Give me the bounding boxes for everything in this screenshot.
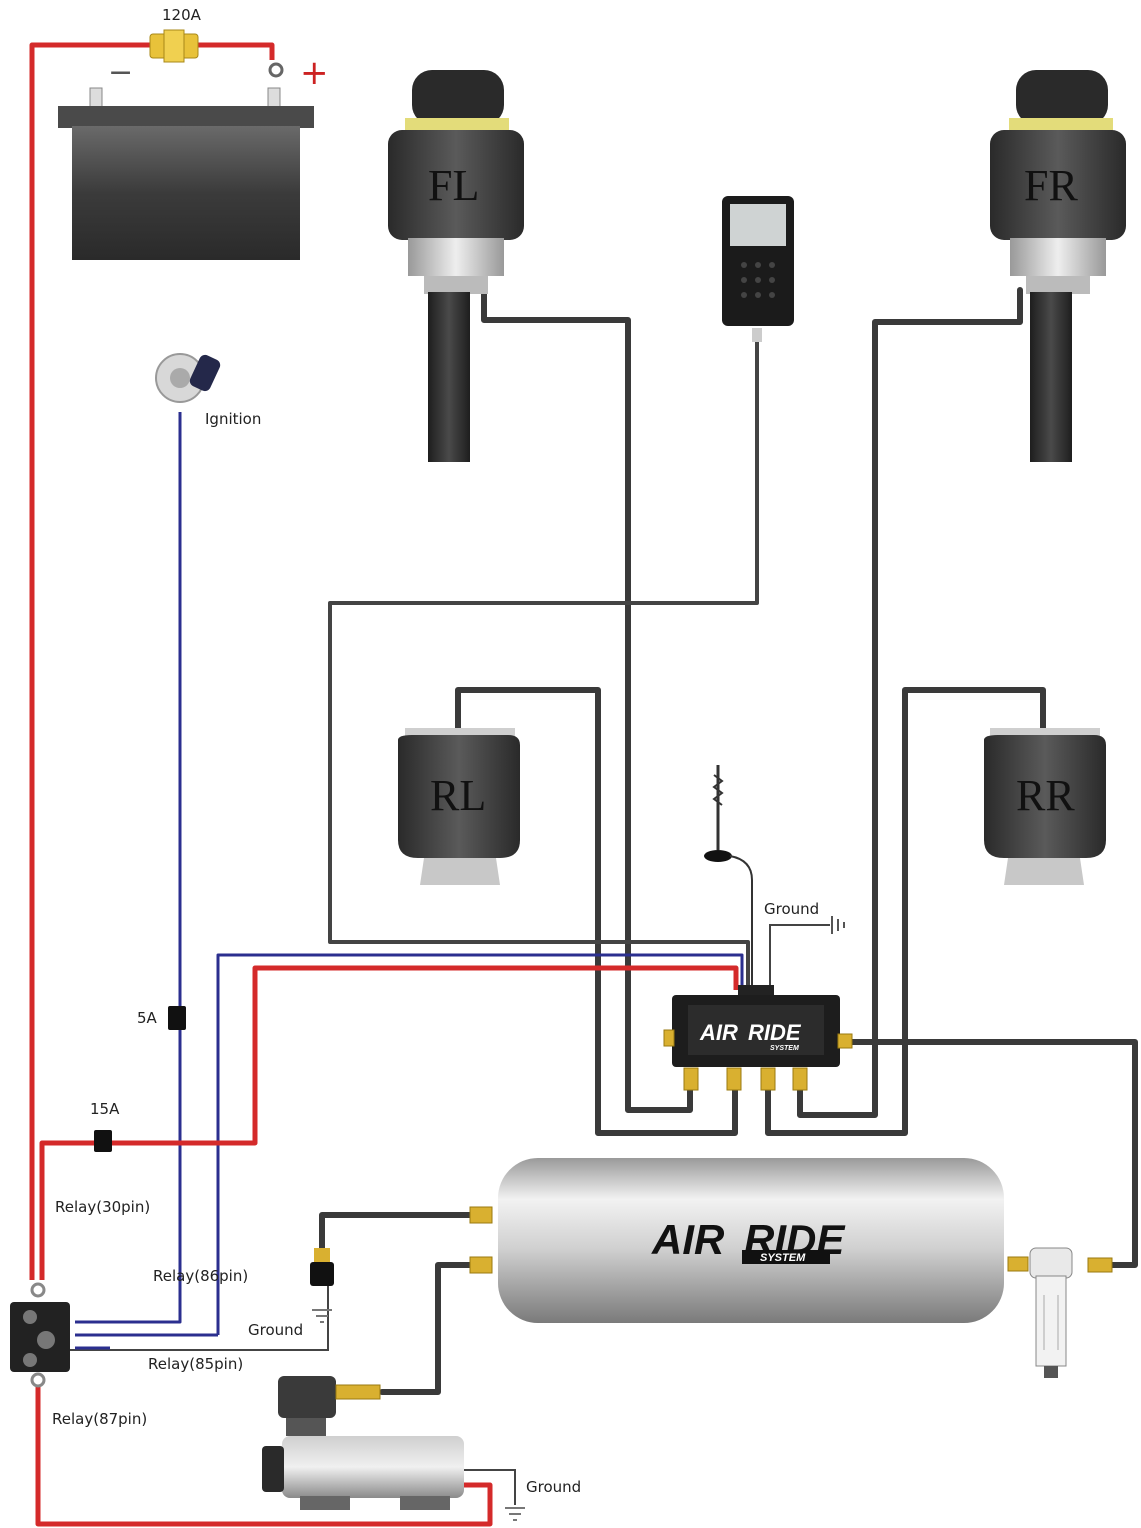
water-filter: [1029, 1247, 1113, 1378]
ground-symbol-ecu: [831, 916, 845, 934]
airride-logo: AIR RIDE SYSTEM: [651, 1216, 846, 1264]
ecu-brand-sub: SYSTEM: [770, 1045, 799, 1052]
relay-87-label: Relay(87pin): [52, 1410, 147, 1428]
ground-wires: [68, 924, 830, 1505]
ecu-brand: AIR: [699, 1020, 738, 1045]
controller-screen: [730, 204, 786, 246]
fuse-15a-label: 15A: [90, 1100, 120, 1118]
relay-30-terminal: [30, 1282, 46, 1298]
relay-87-terminal: [30, 1372, 46, 1388]
fuse-5a: 5A: [137, 1006, 186, 1030]
ground-symbol-switch: [312, 1309, 332, 1323]
strut-fr: FR: [990, 70, 1126, 462]
ignition-wire: [75, 412, 182, 1324]
ecu-power-wire: [39, 965, 739, 1280]
air-line-rl: [455, 687, 738, 1136]
antenna-icon: [704, 765, 753, 990]
tank-brand-sub: SYSTEM: [760, 1252, 806, 1264]
relay: [10, 1282, 70, 1388]
ecu-brand-right: RIDE: [748, 1020, 802, 1045]
air-line-tank-to-switch: [319, 1212, 491, 1253]
relay-85-label: Relay(85pin): [148, 1355, 243, 1373]
corner-fr-label: FR: [1024, 161, 1078, 210]
main-fuse: 120A: [149, 6, 202, 63]
fuse-120a-label: 120A: [162, 6, 202, 24]
fuse-15a: 15A: [90, 1100, 120, 1152]
corner-rl-label: RL: [430, 771, 486, 820]
airbag-rl: RL: [398, 728, 520, 885]
key-icon: [189, 354, 221, 392]
valve-block-ecu: AIR RIDE SYSTEM: [663, 985, 853, 1091]
compressor: [262, 1376, 525, 1521]
air-lines: [319, 287, 1138, 1395]
ignition-label: Ignition: [205, 410, 261, 428]
air-line-compressor-to-tank: [379, 1262, 491, 1395]
battery-terminal-ring: [268, 62, 284, 78]
strut-fl: FL: [388, 70, 524, 462]
pressure-switch: [310, 1248, 334, 1323]
corner-rr-label: RR: [1016, 771, 1075, 820]
airbag-rr: RR: [984, 728, 1106, 885]
ground-switch-label: Ground: [248, 1321, 303, 1339]
air-tank: AIR RIDE SYSTEM: [469, 1158, 1029, 1323]
relay-30-label: Relay(30pin): [55, 1198, 150, 1216]
battery-plus-label: +: [300, 53, 329, 93]
tank-brand-left: AIR: [651, 1216, 725, 1263]
fuse-5a-label: 5A: [137, 1009, 158, 1027]
air-line-rr: [765, 687, 1046, 1136]
air-line-tank-to-filter: [847, 1039, 1138, 1268]
ground-ecu-label: Ground: [764, 900, 819, 918]
ground-symbol-compressor: [505, 1507, 525, 1521]
compressor-power-wire: [35, 1385, 493, 1527]
ground-compressor-label: Ground: [526, 1478, 581, 1496]
battery: + −: [58, 53, 329, 260]
ignition-switch: Ignition: [155, 353, 261, 428]
remote-controller: [722, 196, 794, 342]
air-line-fr: [797, 287, 1023, 1118]
corner-fl-label: FL: [428, 161, 479, 210]
relay-86-label: Relay(86pin): [153, 1267, 248, 1285]
battery-minus-label: −: [108, 55, 133, 90]
air-line-fl: [481, 287, 693, 1113]
controller-cable: [328, 340, 759, 990]
